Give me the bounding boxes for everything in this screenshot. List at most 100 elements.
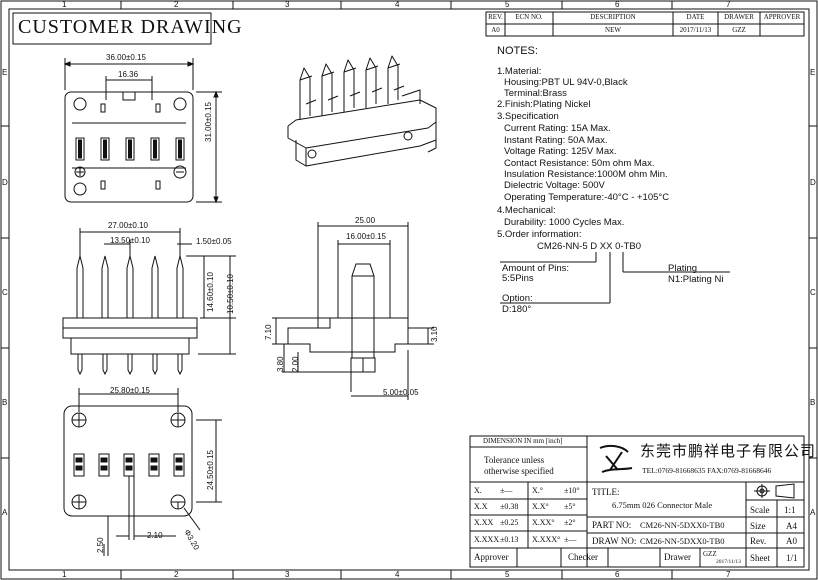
sheet-value: 1/1	[786, 553, 798, 563]
title-label: TITLE:	[592, 487, 620, 497]
row-label: C	[2, 288, 8, 297]
approver-header: APPROVER	[763, 13, 801, 21]
tol-cell: X.°	[532, 486, 543, 495]
note-line: Voltage Rating: 125V Max.	[504, 146, 617, 157]
tol-cell: ±0.25	[500, 518, 519, 527]
tol-cell: X.	[474, 486, 482, 495]
drawer-name: GZZ	[703, 550, 717, 558]
col-label: 3	[285, 0, 290, 9]
bottom-view	[63, 388, 222, 556]
row-label: C	[810, 288, 816, 297]
side-view	[272, 222, 434, 400]
dim-label: 14.60±0.10	[206, 272, 215, 312]
tol-cell: ±0.13	[500, 535, 519, 544]
notes-heading: NOTES:	[497, 45, 538, 57]
tol-cell: ±5°	[564, 502, 576, 511]
rev-value: A0	[786, 536, 797, 546]
col-label: 2	[174, 0, 179, 9]
company-name: 东莞市鹏祥电子有限公司	[640, 442, 817, 460]
note-line: Housing:PBT UL 94V-0,Black	[504, 77, 628, 88]
col-label: 7	[726, 570, 731, 579]
front-view	[62, 228, 236, 376]
checker-label: Checker	[568, 552, 598, 562]
tol-cell: ±10°	[564, 486, 580, 495]
dim-label: 3.80	[276, 356, 285, 372]
dim-label: 36.00±0.15	[106, 53, 146, 62]
dim-label: 16.36	[118, 70, 139, 79]
amount-label: Amount of Pins:	[502, 263, 570, 274]
col-label: 7	[726, 0, 731, 9]
description-value: NEW	[605, 26, 621, 34]
col-label: 6	[615, 0, 620, 9]
tolerance-line: Tolerance unless	[484, 455, 545, 465]
col-label: 1	[62, 570, 67, 579]
dim-label: 2.10	[147, 531, 163, 540]
approver-label: Approver	[474, 552, 509, 562]
ecn-header: ECN NO.	[515, 13, 543, 21]
note-line: Current Rating: 15A Max.	[504, 123, 611, 134]
dim-label: 27.00±0.10	[108, 221, 148, 230]
col-label: 2	[174, 570, 179, 579]
note-line: Terminal:Brass	[504, 88, 567, 99]
tol-cell: ±2°	[564, 518, 576, 527]
tol-cell: X.XXX°	[532, 535, 561, 544]
col-label: 5	[505, 0, 510, 9]
col-label: 4	[395, 0, 400, 9]
scale-value: 1:1	[784, 505, 796, 515]
drawer-header: DRAWER	[724, 13, 754, 21]
top-view	[63, 58, 222, 204]
sheet-label: Sheet	[750, 553, 770, 563]
col-label: 6	[615, 570, 620, 579]
draw-no-label: DRAW NO:	[592, 536, 637, 546]
col-label: 5	[505, 570, 510, 579]
dim-label: 5.00±0.05	[383, 388, 419, 397]
option-label: Option:	[502, 293, 533, 304]
tol-cell: ±—	[564, 535, 577, 544]
dim-label: 16.00±0.15	[346, 232, 386, 241]
col-label: 3	[285, 570, 290, 579]
tol-cell: X.X	[474, 502, 488, 511]
rev-label: Rev.	[750, 536, 767, 546]
dimension-unit: DIMENSION IN mm [inch]	[483, 437, 563, 445]
row-label: B	[2, 398, 8, 407]
note-line: Contact Resistance: 50m ohm Max.	[504, 158, 655, 169]
order-leaders	[500, 252, 730, 304]
dim-label: 3.10	[430, 326, 439, 342]
company-contact: TEL:0769-81668635 FAX:0769-81668646	[642, 466, 772, 475]
title-box	[12, 12, 212, 45]
note-line: 5.Order information:	[497, 229, 582, 240]
tol-cell: X.X°	[532, 502, 549, 511]
tol-cell: X.XXX	[474, 535, 500, 544]
dim-label: 24.50±0.15	[206, 450, 215, 490]
row-label: E	[2, 68, 8, 77]
tol-cell: ±—	[500, 486, 513, 495]
size-value: A4	[786, 521, 797, 531]
dim-label: 7.10	[264, 324, 273, 340]
note-line: 1.Material:	[497, 66, 542, 77]
part-no-value: CM26-NN-5DXX0-TB0	[640, 520, 725, 530]
drawer-value: GZZ	[732, 26, 746, 34]
dim-label: 25.80±0.15	[110, 386, 150, 395]
row-label: D	[2, 178, 8, 187]
plating-value: N1:Plating Ni	[668, 274, 724, 285]
order-code: CM26-NN-5 D XX 0-TB0	[537, 241, 641, 252]
note-line: 4.Mechanical:	[497, 205, 556, 216]
tol-cell: X.XX°	[532, 518, 555, 527]
row-label: D	[810, 178, 816, 187]
part-no-label: PART NO:	[592, 520, 632, 530]
drawer-label: Drawer	[664, 552, 691, 562]
drawing-title: CUSTOMER DRAWING	[18, 16, 243, 38]
description-header: DESCRIPTION	[590, 13, 636, 21]
tolerance-line: otherwise specified	[484, 466, 554, 476]
note-line: Durability: 1000 Cycles Max.	[504, 217, 625, 228]
size-label: Size	[750, 521, 766, 531]
note-line: Dielectric Voltage: 500V	[504, 180, 605, 191]
dim-label: 25.00	[355, 216, 376, 225]
col-label: 4	[395, 570, 400, 579]
row-label: A	[2, 508, 8, 517]
dim-label: 10.50±0.10	[226, 274, 235, 314]
col-label: 1	[62, 0, 67, 9]
inner-frame	[8, 8, 810, 571]
row-label: E	[810, 68, 816, 77]
